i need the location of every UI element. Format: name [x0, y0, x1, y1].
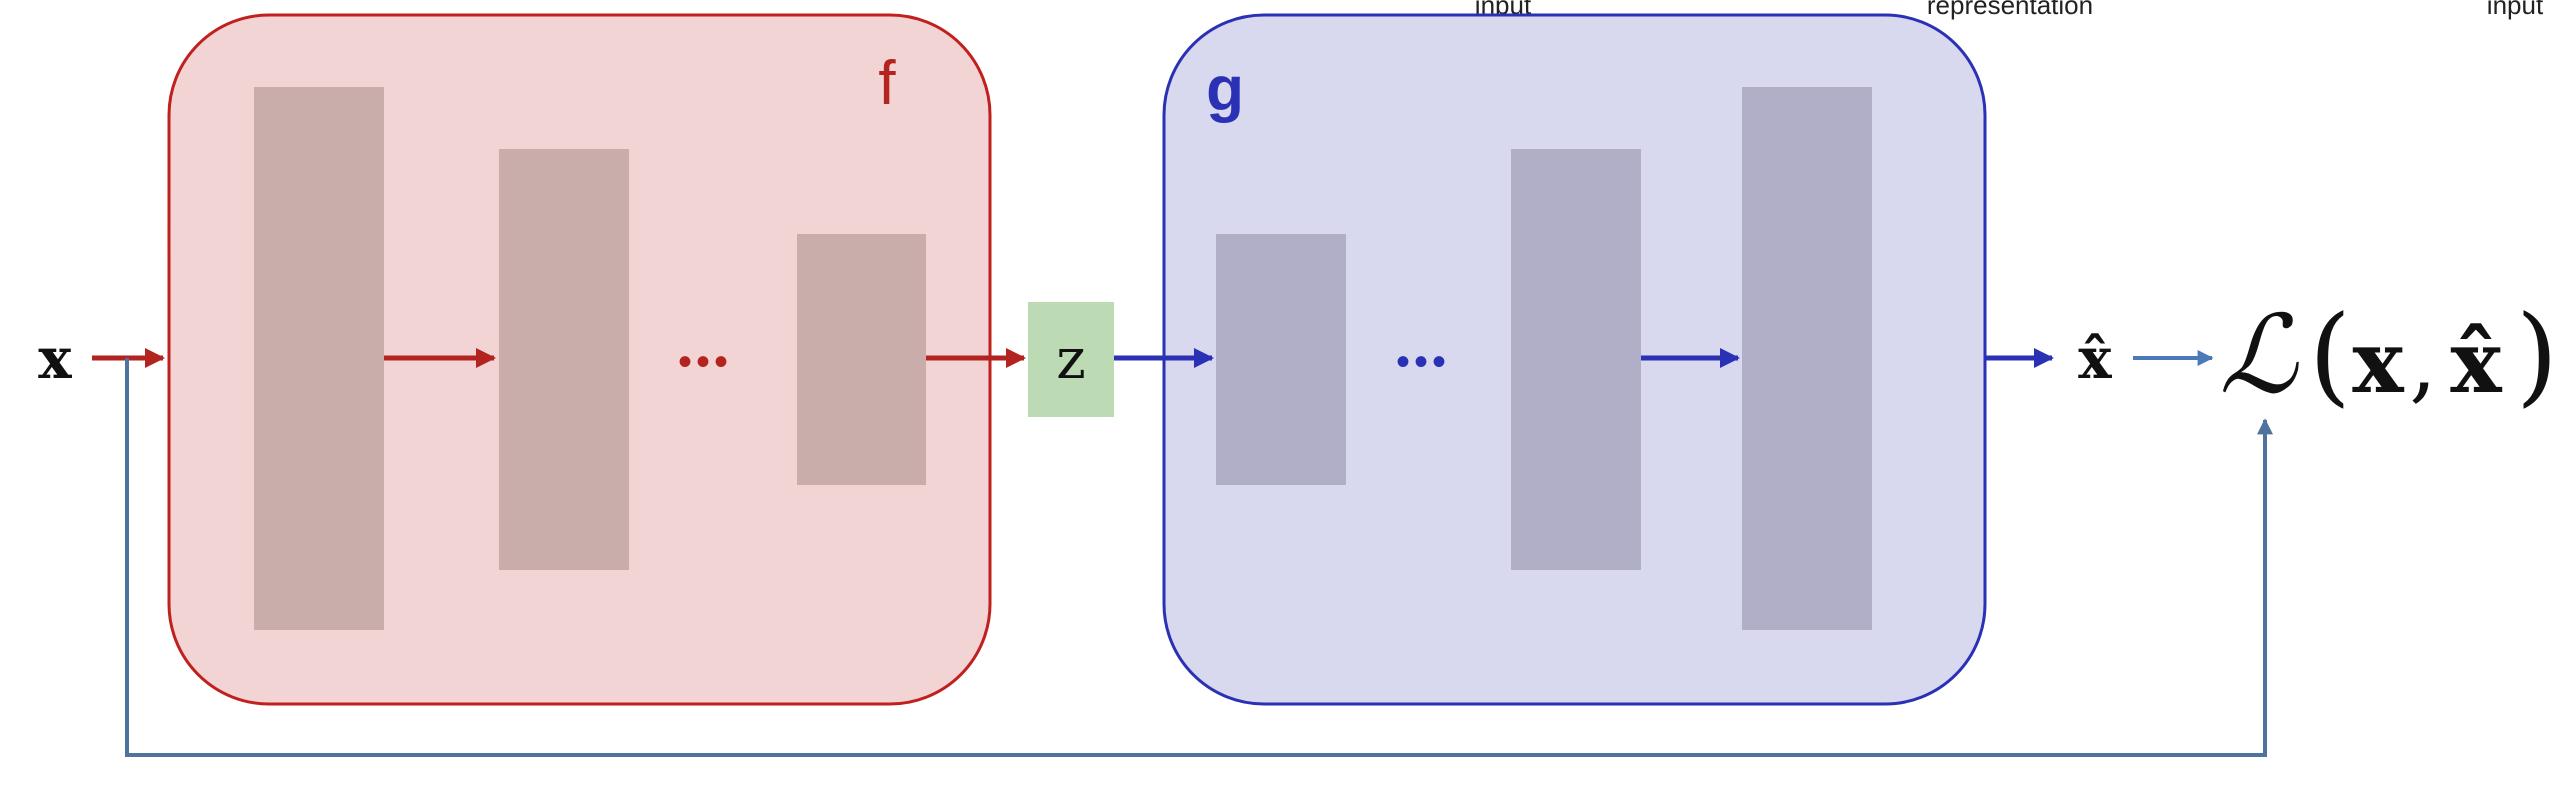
caption-representation: representation: [1927, 0, 2093, 20]
decoder-block: g •••: [1162, 13, 1987, 706]
loss-arg-2: x̂: [2450, 312, 2502, 413]
decoder-layer-3: [1742, 87, 1872, 630]
encoder-layer-3: [797, 234, 926, 485]
loss-arg-1: x: [2352, 312, 2404, 413]
decoder-layer-2: [1511, 149, 1641, 570]
decoder-layer-1: [1216, 234, 1346, 485]
encoder-layer-2: [499, 149, 629, 570]
latent-symbol: z: [1056, 327, 1086, 392]
loss-symbol: ℒ: [2219, 293, 2299, 418]
latent-box: [1028, 302, 1114, 417]
input-symbol: x: [38, 326, 72, 392]
loss-open-paren: (: [2309, 293, 2351, 418]
loss-comma: ,: [2409, 313, 2436, 413]
loss-close-paren: ): [2516, 293, 2558, 418]
reconstruction-symbol: x̂: [2078, 326, 2112, 392]
skip-connection-to-loss: [125, 358, 2273, 757]
encoder-label: f: [878, 49, 896, 118]
loss-expression: ℒ ( x , x̂ ): [2219, 293, 2558, 418]
decoder-ellipsis: •••: [1396, 340, 1450, 384]
encoder-layer-1: [254, 87, 384, 630]
encoder-ellipsis: •••: [678, 340, 732, 384]
caption-input-decoder: input: [2487, 0, 2544, 20]
decoder-label: g: [1206, 55, 1244, 124]
encoder-block: f •••: [167, 13, 992, 706]
